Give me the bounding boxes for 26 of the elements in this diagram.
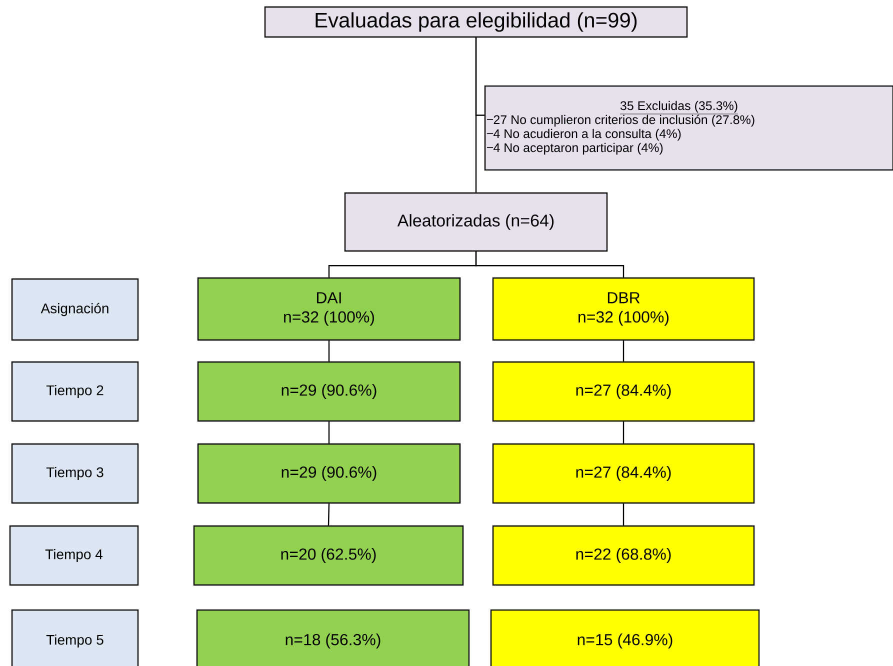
connector-line: [328, 422, 330, 444]
group-box: n=15 (46.9%): [490, 609, 760, 666]
stage-box: Asignación: [11, 278, 139, 341]
stage-box: Tiempo 5: [11, 609, 139, 666]
exclusion-box: 35 Excluidas (35.3%) 27 No cumplieron criterios de inclusión (27.8%) 4 No acudieron a la consulta (4%) 4 No aceptaron participar (4%): [484, 85, 893, 171]
connector-line: [622, 422, 624, 444]
group-box: DAI n=32 (100%): [197, 277, 461, 341]
stage-box: Tiempo 4: [9, 525, 139, 586]
title-box: Evaluadas para elegibilidad (n=99): [264, 6, 688, 38]
connector-line: [622, 504, 624, 526]
group-box: n=22 (68.8%): [492, 525, 755, 586]
process-box: Aleatorizadas (n=64): [344, 192, 608, 252]
connector-line: [475, 38, 477, 192]
group-box: n=18 (56.3%): [196, 609, 470, 666]
connector-line: [622, 340, 624, 362]
connector-line: [328, 504, 330, 526]
stage-box: Tiempo 2: [11, 361, 139, 422]
group-box: n=29 (90.6%): [197, 361, 461, 422]
group-box: n=20 (62.5%): [193, 525, 464, 586]
group-box: n=27 (84.4%): [492, 361, 755, 422]
group-box: n=27 (84.4%): [492, 443, 755, 504]
connector-line: [328, 340, 330, 362]
group-box: DBR n=32 (100%): [492, 277, 755, 341]
group-box: n=29 (90.6%): [197, 443, 461, 504]
stage-box: Tiempo 3: [11, 443, 139, 504]
connector-line: [475, 252, 624, 278]
